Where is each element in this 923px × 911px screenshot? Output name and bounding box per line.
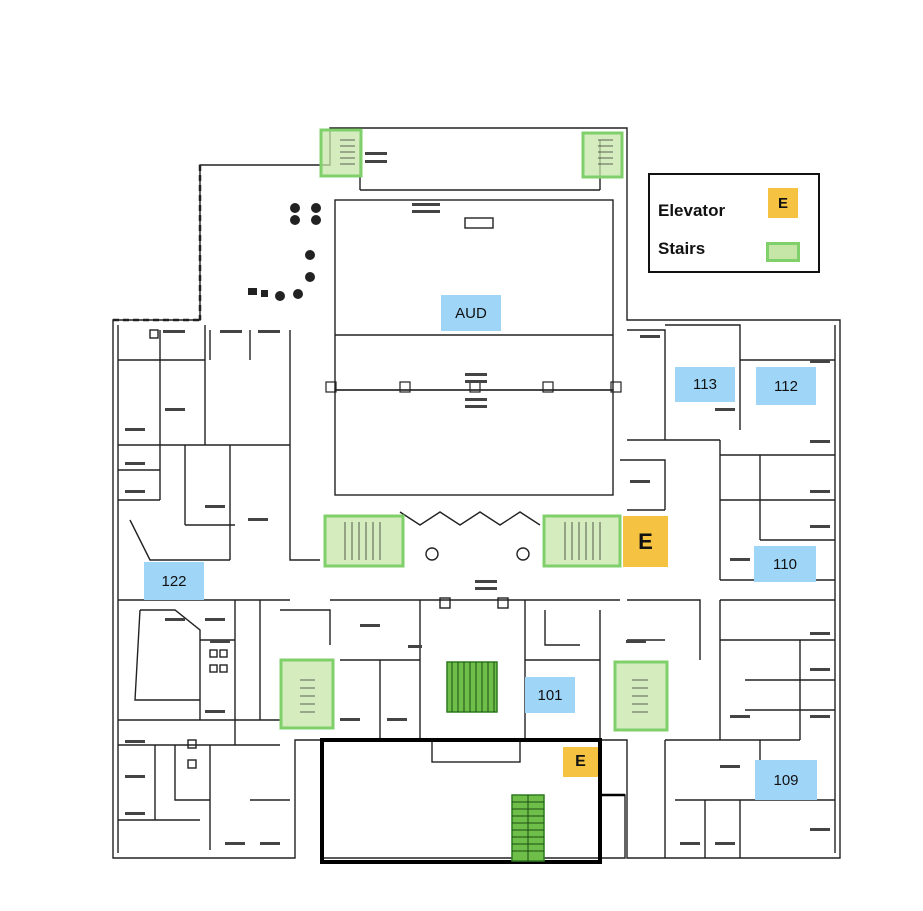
room-label-113[interactable]: 113 <box>675 367 735 402</box>
stairs-central <box>446 661 498 713</box>
stairs-highlights <box>279 128 669 732</box>
room-label-110[interactable]: 110 <box>754 546 816 582</box>
legend-stairs-label: Stairs <box>658 239 706 258</box>
lower-room-outline <box>320 738 602 864</box>
legend: Elevator E Stairs <box>648 173 820 273</box>
elevator-lower[interactable]: E <box>563 747 598 777</box>
room-label-aud[interactable]: AUD <box>441 295 501 331</box>
legend-stairs-swatch <box>766 242 800 262</box>
room-label-109[interactable]: 109 <box>755 760 817 800</box>
legend-elevator-swatch: E <box>768 188 798 218</box>
stairs-top-left <box>319 128 363 178</box>
room-label-112[interactable]: 112 <box>756 367 816 405</box>
stairs-center-left <box>323 514 405 568</box>
stairs-lower-left <box>279 658 335 730</box>
legend-elevator-label: Elevator <box>658 201 726 220</box>
room-label-122[interactable]: 122 <box>144 562 204 600</box>
elevator-main[interactable]: E <box>623 516 668 567</box>
room-label-101[interactable]: 101 <box>525 677 575 713</box>
stairs-center-right <box>542 514 622 568</box>
